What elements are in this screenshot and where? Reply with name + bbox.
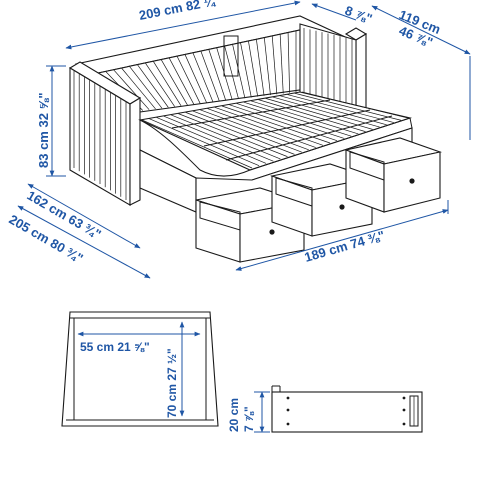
left-end-panel [68, 61, 142, 206]
daybed-illustration [68, 15, 443, 263]
right-end-panel [299, 23, 368, 119]
drawer-knob-icon [269, 229, 275, 235]
drawer-3 [344, 137, 443, 213]
drawer-length-label: 70 cm 27 ½" [165, 348, 179, 418]
slatted-bed-base [138, 91, 413, 186]
height-label: 83 cm 32 ⅝" [36, 92, 51, 168]
drawer-height-in-label: 7 ⅞" [242, 406, 256, 432]
drawer-width-label: 55 cm 21 ⅝" [80, 340, 150, 354]
drawer-knob-icon [339, 204, 345, 210]
top-depth-partial-label: 8 ⅞" [343, 3, 374, 27]
drawer-top-view: 55 cm 21 ⅝" 70 cm 27 ½" [61, 311, 219, 427]
drawer-side-view: 20 cm 7 ⅞" [227, 385, 423, 433]
drawer-height-cm-label: 20 cm [227, 398, 241, 432]
drawer-knob-icon [409, 178, 415, 184]
